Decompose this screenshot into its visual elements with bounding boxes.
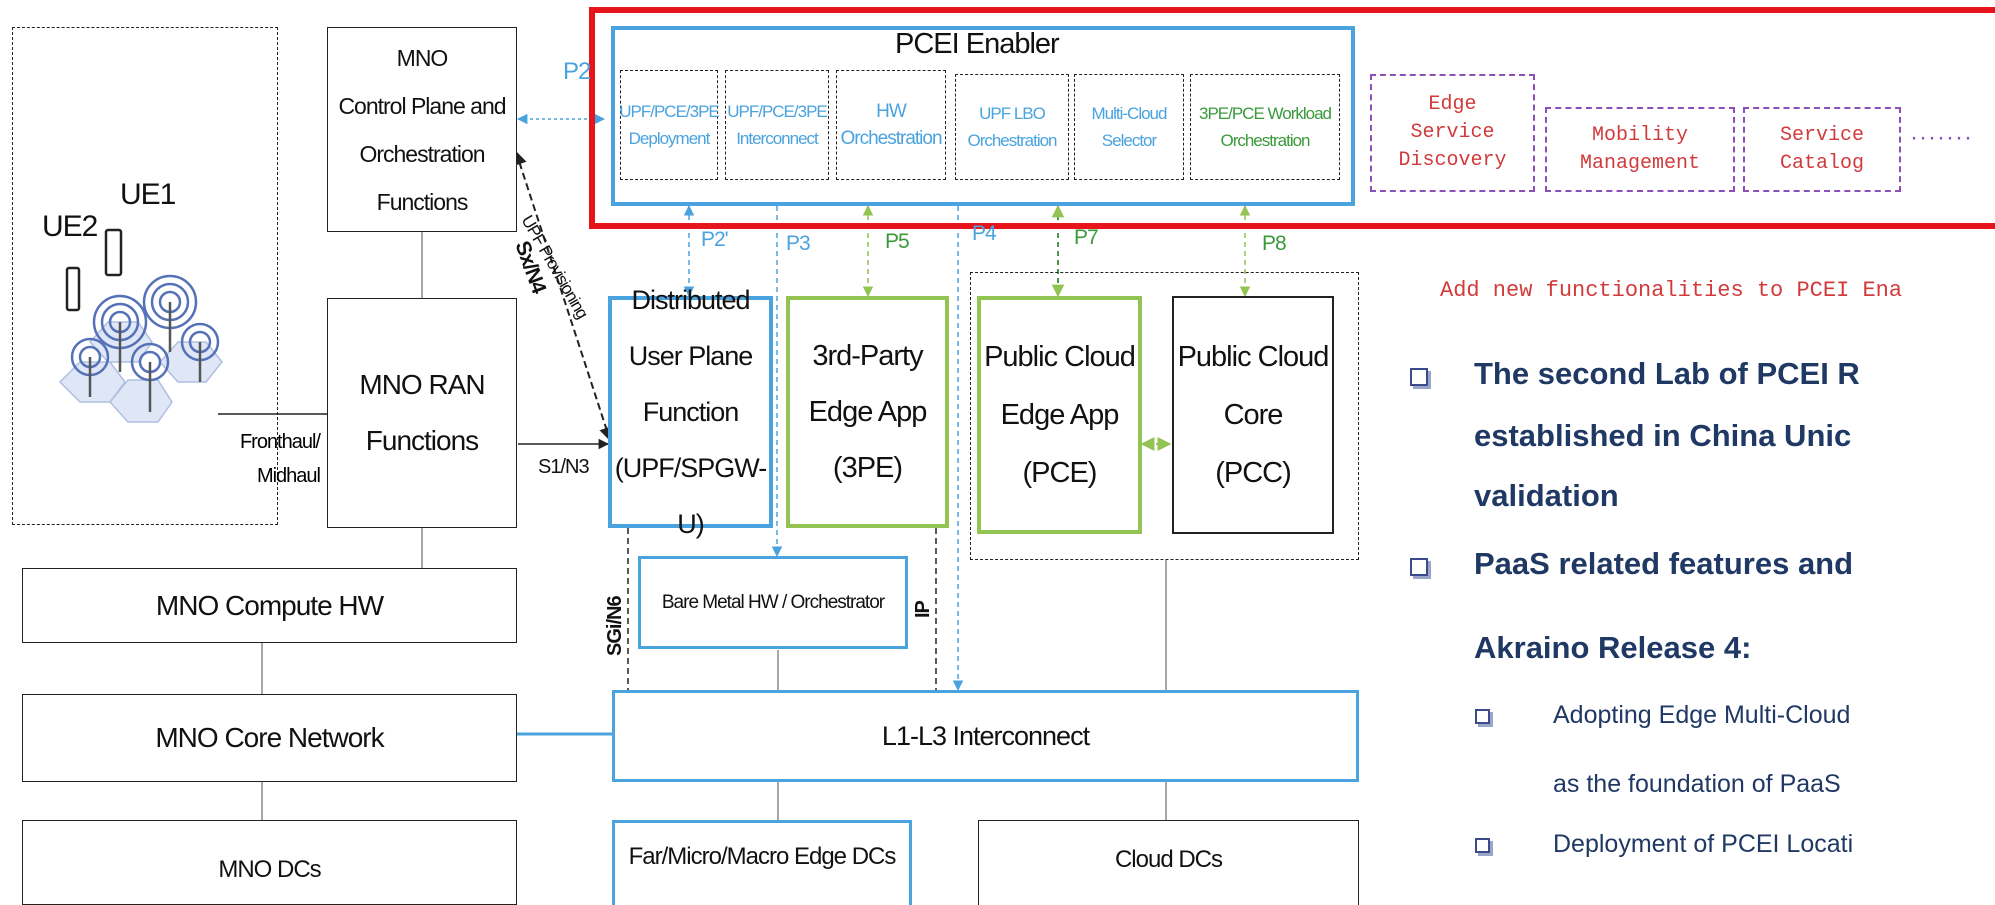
third-party-edge-app-box: 3rd-Party Edge App (3PE) [786,296,949,528]
fronthaul-label: Fronthaul/ Midhaul [239,431,321,487]
sub-bullet-2-line-1: Deployment of PCEI Locati [1553,830,1854,858]
edge-dcs-box: Far/Micro/Macro Edge DCs [612,820,912,905]
pcei-enabler-highlight [589,7,1995,229]
upf-lbo-orchestration-subfunction: UPF LBO Orchestration [955,74,1069,180]
multi-cloud-selector-subfunction: Multi-Cloud Selector [1074,74,1184,180]
bare-metal-orchestrator-box: Bare Metal HW / Orchestrator [638,556,908,649]
mno-core-network-box: MNO Core Network [22,694,517,782]
p2-label: P2 [563,58,591,85]
p3-label: P3 [786,232,811,255]
hw-orchestration-subfunction: HW Orchestration [836,70,946,180]
public-cloud-group [970,272,1359,560]
ue1-label: UE1 [120,178,176,211]
new-functions-caption: Add new functionalities to PCEI Ena [1440,278,1903,303]
bullet-2-line-2: Akraino Release 4: [1474,630,1752,665]
public-cloud-edge-app-box: Public Cloud Edge App (PCE) [977,296,1142,534]
bullet-2-icon [1410,558,1428,576]
l1-l3-interconnect-box: L1-L3 Interconnect [612,690,1359,782]
mno-control-plane-box: MNO Control Plane and Orchestration Func… [327,27,517,232]
ue-area [12,27,278,525]
pcei-enabler-box [611,26,1355,206]
mno-compute-hw-box: MNO Compute HW [22,568,517,643]
cloud-dcs-box: Cloud DCs [978,820,1359,905]
public-cloud-core-box: Public Cloud Core (PCC) [1172,296,1334,534]
sub-bullet-2-icon [1475,838,1490,853]
ue2-label: UE2 [42,210,98,243]
upf-deployment-subfunction: UPF/PCE/3PE Deployment [619,70,720,180]
sub-bullet-1-line-1: Adopting Edge Multi-Cloud [1553,701,1851,729]
bullet-1-line-3: validation [1474,478,1619,513]
mno-dcs-box: MNO DCs [22,820,517,905]
p4-label: P4 [972,222,997,245]
cell-towers-icon [50,262,230,432]
mno-ran-box: MNO RAN Functions [327,298,517,528]
edge-service-discovery-box: Edge Service Discovery [1370,74,1535,192]
service-catalog-box: Service Catalog [1743,107,1901,192]
upf-interconnect-subfunction: UPF/PCE/3PE Interconnect [725,70,829,180]
sub-bullet-1-line-2: as the foundation of PaaS [1553,770,1841,798]
bullet-1-icon [1410,368,1428,386]
p7-label: P7 [1074,226,1099,249]
sgi-n6-label: SGi/N6 [604,596,626,656]
bullet-1-line-1: The second Lab of PCEI R [1474,356,1860,391]
distributed-upf-box: Distributed User Plane Function (UPF/SPG… [608,285,773,539]
s1-n3-label: S1/N3 [538,456,590,478]
p8-label: P8 [1262,232,1287,255]
sub-bullet-1-icon [1475,709,1490,724]
bullet-1-line-2: established in China Unic [1474,418,1852,453]
ip-label: IP [912,601,934,618]
p2-prime-label: P2' [701,228,729,251]
pcei-enabler-title: PCEI Enabler [895,28,1060,60]
mobility-management-box: Mobility Management [1545,107,1735,192]
more-functions-ellipsis: ······· [1910,124,1973,151]
p5-label: P5 [885,230,910,253]
workload-orchestration-subfunction: 3PE/PCE Workload Orchestration [1190,74,1340,180]
bullet-2-line-1: PaaS related features and [1474,546,1854,581]
